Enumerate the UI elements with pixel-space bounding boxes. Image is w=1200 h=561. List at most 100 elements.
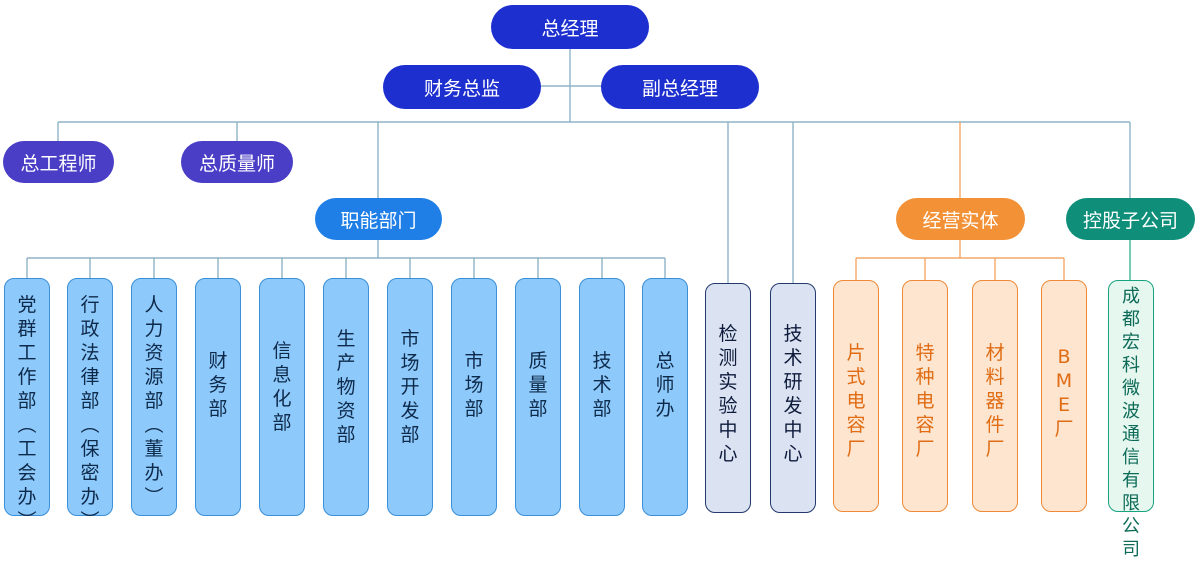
column-char: 董: [144, 438, 164, 460]
column-char: 容: [915, 414, 935, 436]
column-char: 都: [1122, 309, 1140, 330]
column-char: 公: [1122, 516, 1140, 537]
column-char: 部: [464, 398, 484, 420]
column-char: 部: [528, 398, 548, 420]
column-char: B: [1057, 346, 1071, 368]
column-char: 产: [336, 352, 356, 374]
column-char: ︶: [80, 510, 100, 532]
ceo-node: 总经理: [491, 5, 649, 49]
chief-engineer-node: 总工程师: [3, 141, 114, 183]
column-char: 部: [17, 390, 37, 412]
column-char: 有: [1122, 470, 1140, 491]
business-unit-column: 特种电容厂: [902, 280, 948, 512]
column-char: 密: [80, 462, 100, 484]
column-char: 限: [1122, 493, 1140, 514]
dept-column: 行政法律部︵保密办︶: [67, 278, 113, 532]
cfo-node: 财务总监: [383, 65, 541, 109]
dept-column: 党群工作部︵工会办︶: [4, 278, 50, 532]
column-char: 技: [783, 323, 803, 345]
column-char: 资: [144, 342, 164, 364]
column-char: 发: [400, 400, 420, 422]
column-char: 生: [336, 328, 356, 350]
column-char: 信: [272, 340, 292, 362]
column-char: 物: [336, 376, 356, 398]
column-char: 厂: [915, 438, 935, 460]
column-char: ︵: [144, 414, 164, 436]
column-char: 部: [208, 398, 228, 420]
column-char: 技: [592, 350, 612, 372]
column-char: 实: [718, 371, 738, 393]
column-char: 电: [915, 390, 935, 412]
column-char: 容: [846, 414, 866, 436]
column-char: 器: [985, 390, 1005, 412]
dept-column: 信息化部: [259, 278, 305, 516]
column-char: 部: [592, 398, 612, 420]
vp-node: 副总经理: [601, 65, 759, 109]
column-char: 厂: [1054, 418, 1074, 440]
column-char: 保: [80, 438, 100, 460]
column-char: 源: [144, 366, 164, 388]
column-char: 特: [915, 342, 935, 364]
dept-column: 生产物资部: [323, 278, 369, 516]
column-char: 心: [783, 443, 803, 465]
business-unit-column: 材料器件厂: [972, 280, 1018, 512]
column-char: 化: [272, 388, 292, 410]
dept-column: 质量部: [515, 278, 561, 516]
column-char: 片: [846, 342, 866, 364]
column-char: 微: [1122, 378, 1140, 399]
chief-quality-node: 总质量师: [181, 141, 293, 183]
column-char: 材: [985, 342, 1005, 364]
column-char: ︵: [80, 414, 100, 436]
column-char: 部: [80, 390, 100, 412]
column-char: 部: [336, 424, 356, 446]
column-char: 量: [528, 374, 548, 396]
column-char: 中: [783, 419, 803, 441]
column-char: 市: [464, 350, 484, 372]
column-char: 电: [846, 390, 866, 412]
column-char: 工: [17, 342, 37, 364]
business-units-node: 经营实体: [896, 198, 1025, 240]
subsidiary-column: 成都宏科微波通信有限公司: [1108, 280, 1154, 560]
column-char: 验: [718, 395, 738, 417]
column-char: 信: [1122, 447, 1140, 468]
column-char: 种: [915, 366, 935, 388]
column-char: 场: [464, 374, 484, 396]
dept-column: 财务部: [195, 278, 241, 516]
column-char: 工: [17, 438, 37, 460]
column-char: 力: [144, 318, 164, 340]
column-char: 人: [144, 294, 164, 316]
column-char: 行: [80, 294, 100, 316]
column-char: 部: [400, 424, 420, 446]
column-char: 办: [80, 486, 100, 508]
column-char: ︵: [17, 414, 37, 436]
column-char: 通: [1122, 424, 1140, 445]
column-char: 财: [208, 350, 228, 372]
column-char: 总: [655, 350, 675, 372]
column-char: 测: [718, 347, 738, 369]
column-char: 部: [272, 412, 292, 434]
column-char: 开: [400, 376, 420, 398]
column-char: 料: [985, 366, 1005, 388]
column-char: 群: [17, 318, 37, 340]
column-char: ︶: [17, 510, 37, 532]
column-char: 办: [655, 398, 675, 420]
column-char: 政: [80, 318, 100, 340]
column-char: 波: [1122, 401, 1140, 422]
column-char: 术: [783, 347, 803, 369]
dept-column: 市场开发部: [387, 278, 433, 516]
column-char: 发: [783, 395, 803, 417]
subsidiary-node: 控股子公司: [1066, 198, 1195, 240]
column-char: 司: [1122, 539, 1140, 560]
column-char: 办: [144, 462, 164, 484]
dept-column: 人力资源部︵董 办︶: [131, 278, 177, 516]
column-char: 务: [208, 374, 228, 396]
functional-depts-node: 职能部门: [315, 198, 442, 240]
column-char: 质: [528, 350, 548, 372]
column-char: ︶: [144, 486, 164, 508]
column-char: 市: [400, 328, 420, 350]
org-chart: 总经理 财务总监 副总经理 总工程师 总质量师 职能部门 经营实体 控股子公司 …: [3, 5, 1195, 560]
connector-lines: [26, 48, 1131, 283]
dept-column: 技术部: [579, 278, 625, 516]
column-char: 研: [783, 371, 803, 393]
